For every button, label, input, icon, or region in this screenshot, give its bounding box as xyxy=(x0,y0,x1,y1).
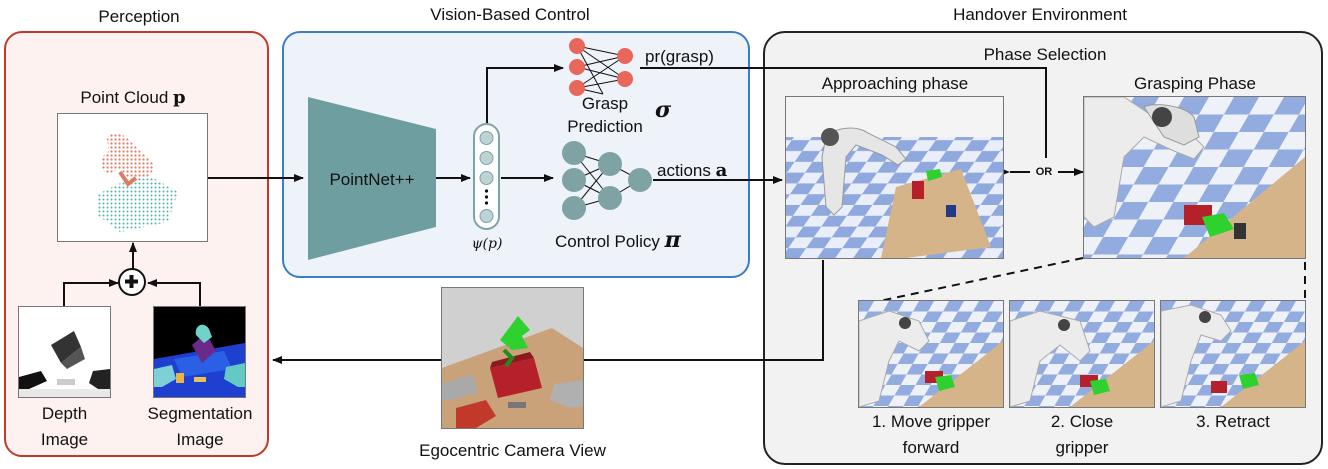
depth-label-2: Image xyxy=(40,430,89,449)
point-cloud-image xyxy=(57,113,208,242)
or-badge: OR xyxy=(1030,163,1058,181)
egocentric-camera-image xyxy=(441,287,584,429)
phase-selection-label: Phase Selection xyxy=(983,45,1107,64)
actions-label: actions a xyxy=(657,161,727,181)
feature-vector xyxy=(473,123,500,230)
arrow-feature-to-grasp xyxy=(486,64,564,124)
step2-label-2: gripper xyxy=(1055,438,1109,457)
step1-label-1: 1. Move gripper xyxy=(871,412,991,431)
pointnet-block xyxy=(308,97,436,260)
feature-label: ψ(p) xyxy=(471,236,503,252)
segmentation-label-1: Segmentation xyxy=(147,404,253,423)
grasp-label-2: Prediction xyxy=(567,117,643,136)
point-cloud-text: Point Cloud xyxy=(80,88,169,107)
control-policy-text: Control Policy xyxy=(555,232,660,251)
line-environment-to-camera xyxy=(584,260,824,361)
policy-network xyxy=(560,140,655,222)
point-cloud-label: Point Cloud p xyxy=(58,88,208,108)
grasping-phase-image xyxy=(1083,96,1306,259)
handover-title: Handover Environment xyxy=(953,5,1127,24)
step1-label-2: forward xyxy=(902,438,960,457)
pointnet-label: PointNet++ xyxy=(329,170,415,189)
egocentric-camera-label: Egocentric Camera View xyxy=(419,441,606,460)
step3-image xyxy=(1160,300,1306,408)
step1-image xyxy=(858,300,1004,408)
depth-image xyxy=(18,306,111,398)
segmentation-label-2: Image xyxy=(176,430,224,449)
line-seg-to-plus xyxy=(147,279,201,306)
point-cloud-graphic xyxy=(96,133,178,232)
segmentation-image xyxy=(153,306,246,398)
step2-label-1: 2. Close xyxy=(1050,412,1114,431)
step3-label: 3. Retract xyxy=(1196,412,1270,431)
control-policy-symbol: π xyxy=(664,227,681,253)
perception-title: Perception xyxy=(98,7,180,26)
line-depth-to-plus xyxy=(63,279,119,306)
grasp-symbol: σ xyxy=(655,97,672,123)
combine-plus-icon xyxy=(118,268,146,296)
actions-text: actions xyxy=(657,161,711,180)
or-label: OR xyxy=(1035,166,1053,178)
dashed-line-left xyxy=(869,257,1084,304)
vision-control-title: Vision-Based Control xyxy=(430,5,590,24)
grasp-output-label: pr(grasp) xyxy=(645,47,714,66)
grasping-phase-label: Grasping Phase xyxy=(1134,74,1256,93)
approaching-phase-image xyxy=(785,96,1004,259)
line-grasp-to-phase-selection xyxy=(640,67,1047,158)
control-policy-label: Control Policy π xyxy=(555,227,681,253)
depth-label-1: Depth xyxy=(41,404,88,423)
step2-image xyxy=(1009,300,1155,408)
grasp-network xyxy=(563,34,643,104)
grasp-label-1: Grasp xyxy=(581,94,629,113)
approaching-phase-label: Approaching phase xyxy=(821,74,969,93)
point-cloud-symbol: p xyxy=(173,87,186,108)
actions-symbol: a xyxy=(715,160,728,181)
